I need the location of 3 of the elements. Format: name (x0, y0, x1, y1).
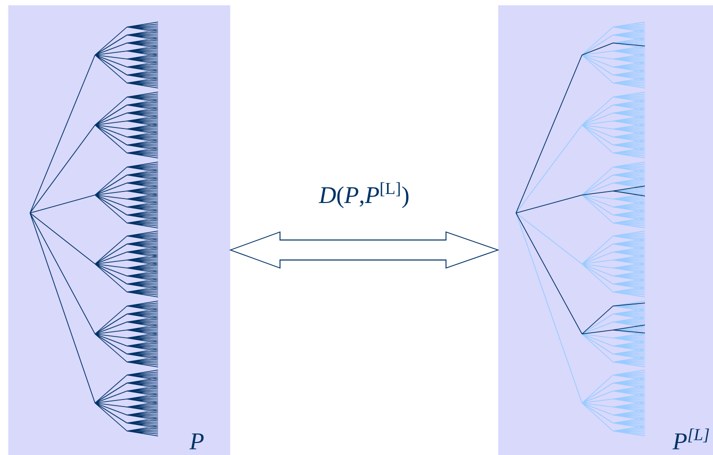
edge-label: D(P,P$^{[L]}$) (316, 180, 412, 210)
panel: P$^{[L]}$ (498, 5, 713, 455)
panel: P (8, 5, 230, 455)
